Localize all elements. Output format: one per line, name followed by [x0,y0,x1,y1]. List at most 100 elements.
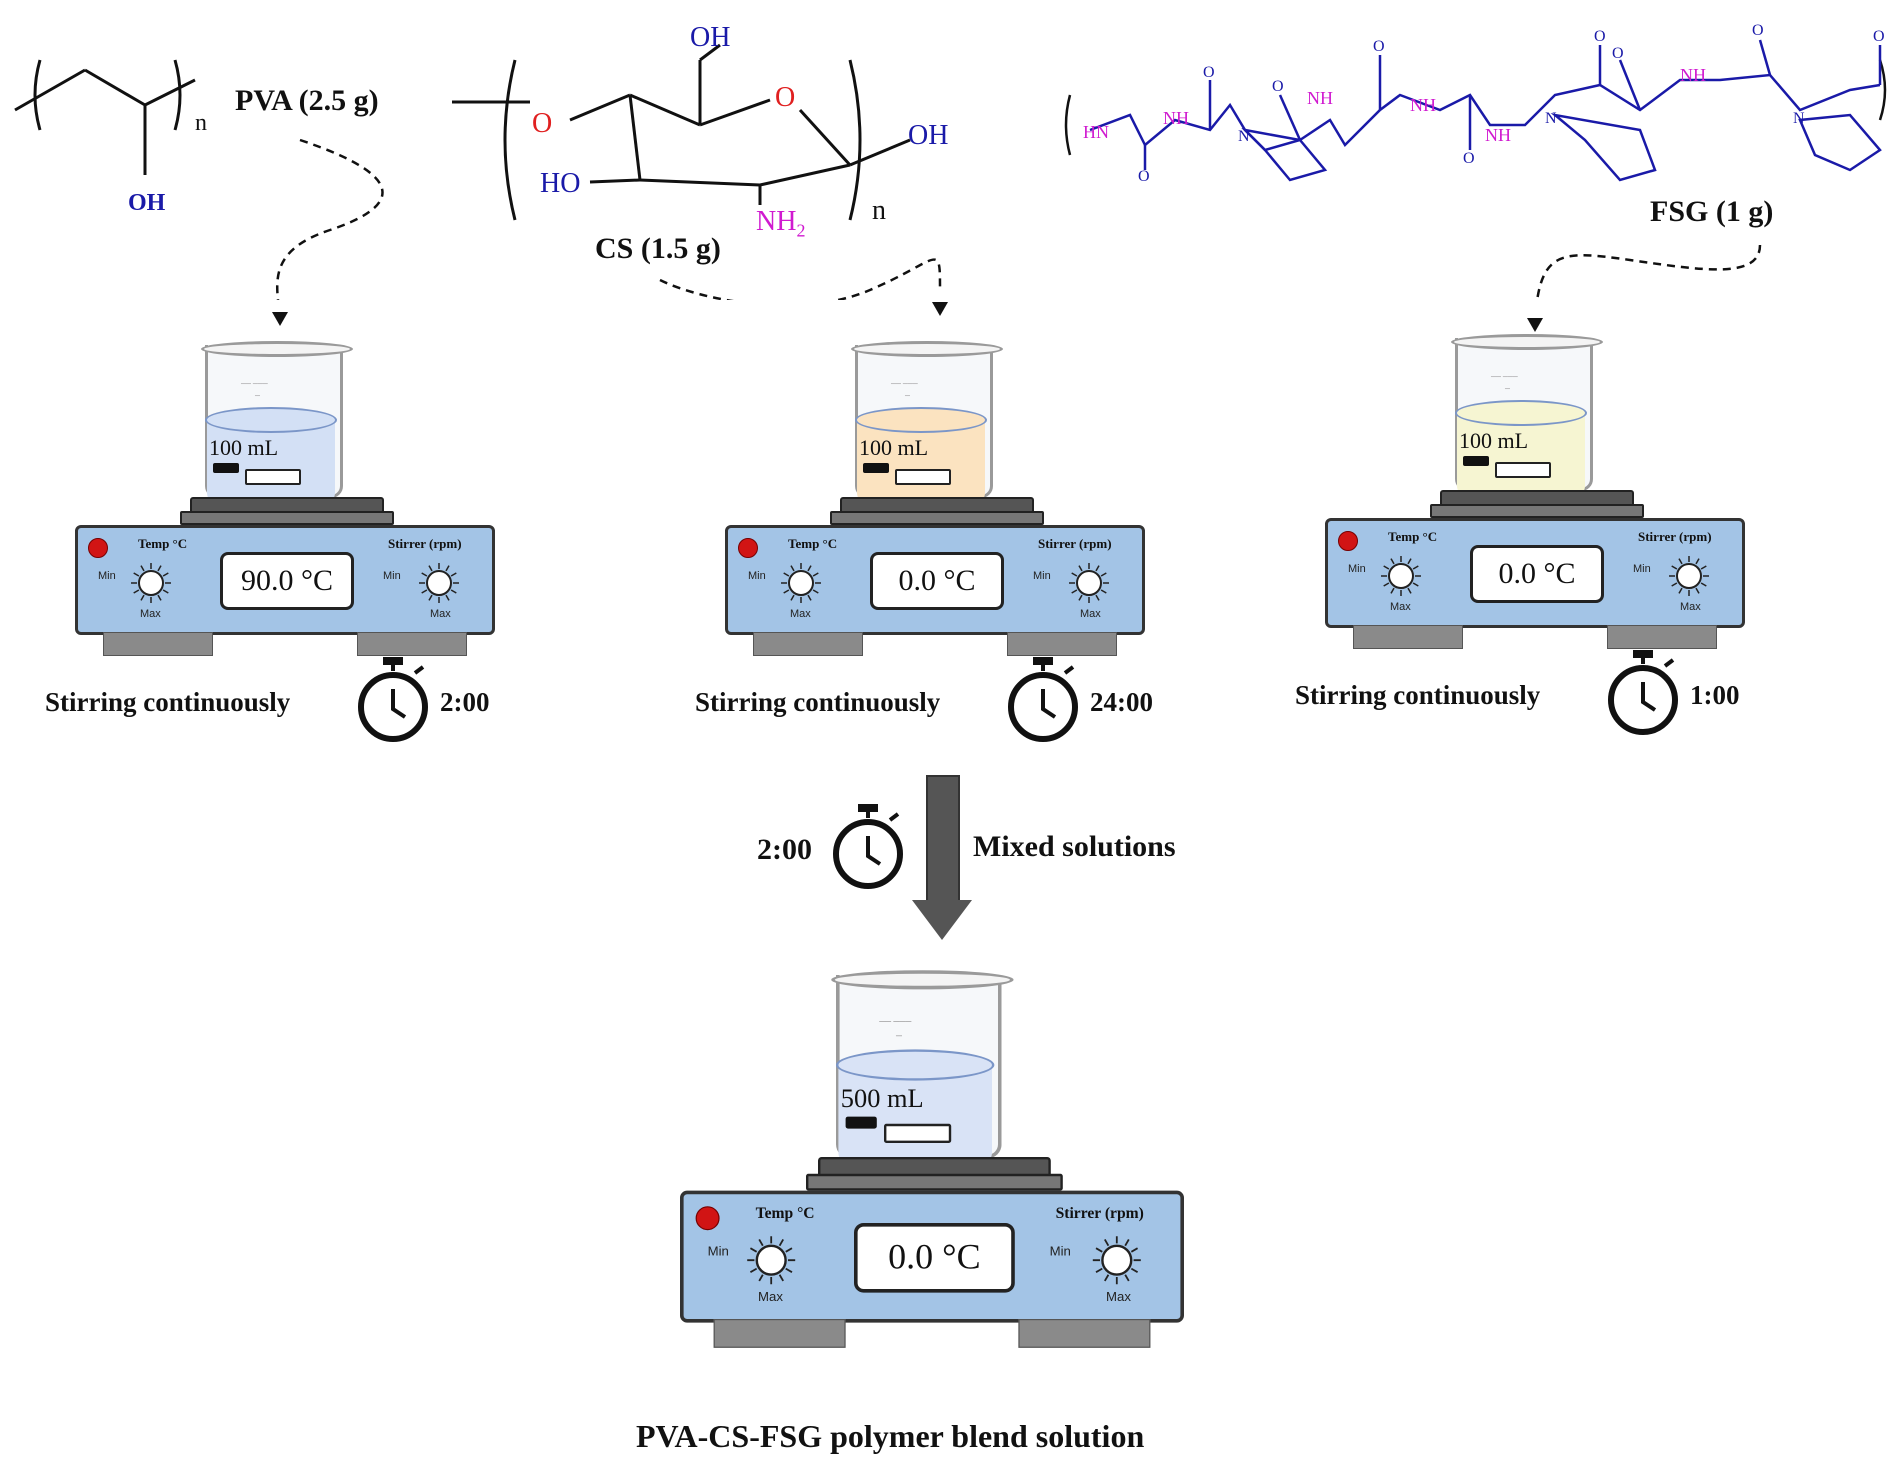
cs-oh-top: OH [690,22,731,53]
power-led [88,538,108,558]
stirrer-knob[interactable] [1092,1235,1142,1285]
arrowhead-fsg [1527,318,1543,332]
arrowhead-cs [932,302,948,316]
mix-arrow-shaft [926,775,960,904]
cs-ho-left: HO [540,168,581,199]
temp-min: Min [1348,563,1366,575]
stopwatch-icon [833,804,903,889]
structures-layer [14,39,1887,300]
fsg-n-1: N [1238,128,1250,145]
temp-label: Temp °C [755,1204,815,1223]
mix-time: 2:00 [757,833,812,866]
cs-oh-right: OH [908,120,949,151]
stirrer-min: Min [1049,1244,1071,1260]
temp-min: Min [748,570,766,582]
stirring-caption: Stirring continuously [45,687,291,717]
power-led [738,538,758,558]
fsg-nh-2: NH [1307,88,1333,108]
stirrer-min: Min [383,570,401,582]
temp-label: Temp °C [788,536,838,551]
fsg-o-4: O [1373,38,1385,55]
temp-max: Max [790,608,811,620]
stirrer-label: Stirrer (rpm) [1038,536,1112,551]
fsg-nh-4: NH [1485,125,1511,145]
temp-knob[interactable] [130,562,172,604]
temp-label: Temp °C [1388,529,1438,544]
stopwatch-icon [358,657,428,742]
beaker: ── ─── ─ 500 mL [831,970,1016,1167]
station-pva: ── ─── ─ 100 mL Temp °C Stirrer (rpm) Mi… [45,341,505,765]
station-fsg: ── ─── ─ 100 mL Temp °C Stirrer (rpm) Mi… [1295,334,1755,758]
temp-display: 0.0 °C [1470,545,1604,603]
stirring-caption: Stirring continuously [1295,680,1541,710]
pva-structure [14,59,196,175]
beaker-volume: 100 mL [209,435,279,460]
stirrer-label: Stirrer (rpm) [388,536,462,551]
power-led [1338,531,1358,551]
stirrer-max: Max [1080,608,1101,620]
stirrer-max: Max [1106,1290,1131,1305]
fsg-o-5: O [1463,150,1475,167]
cs-nh2: NH2 [756,206,806,241]
fsg-nh-3: NH [1410,95,1436,115]
stirrer-knob[interactable] [1068,562,1110,604]
stopwatch-icon [1608,650,1678,735]
temp-display: 0.0 °C [854,1223,1015,1293]
stirrer-max: Max [430,608,451,620]
cs-n: n [872,195,886,226]
stirrer-min: Min [1033,570,1051,582]
fsg-label: FSG (1 g) [1650,195,1774,228]
cs-o-ring: O [775,82,796,113]
beaker: ── ─── ─ 100 mL [1451,334,1605,498]
stirrer-label: Stirrer (rpm) [1638,529,1712,544]
fsg-n-3: N [1793,110,1805,127]
beaker: ── ─── ─ 100 mL [201,341,355,505]
dashed-arrows [276,138,1762,300]
temp-knob[interactable] [780,562,822,604]
fsg-o-8: O [1752,22,1764,39]
power-led [695,1206,720,1231]
fsg-nh-1: NH [1163,108,1189,128]
hotplate: Temp °C Stirrer (rpm) Min Max 0.0 °C Min… [1325,490,1745,680]
mix-label: Mixed solutions [973,830,1176,863]
station-cs: ── ─── ─ 100 mL Temp °C Stirrer (rpm) Mi… [695,341,1155,765]
temp-max: Max [758,1290,783,1305]
beaker-volume: 100 mL [1459,428,1529,453]
temp-min: Min [98,570,116,582]
hotplate: Temp °C Stirrer (rpm) Min Max 90.0 °C Mi… [75,497,495,687]
stopwatch-icon [1008,657,1078,742]
fsg-hn: HN [1083,122,1109,142]
cs-structure [452,43,911,221]
stirrer-min: Min [1633,563,1651,575]
fsg-o-6: O [1594,28,1606,45]
fsg-o-2: O [1203,64,1215,81]
stirring-time: 1:00 [1690,680,1740,710]
temp-knob[interactable] [1380,555,1422,597]
temp-min: Min [707,1244,729,1260]
fsg-o-1: O [1138,168,1150,185]
temp-display: 90.0 °C [220,552,354,610]
pva-label: PVA (2.5 g) [235,84,379,117]
temp-label: Temp °C [138,536,188,551]
stirrer-knob[interactable] [418,562,460,604]
station-final: ── ─── ─ 500 mL Temp °C Stirrer (rpm) Mi… [680,970,1200,1395]
beaker-volume: 500 mL [840,1083,924,1113]
pva-oh: OH [128,190,166,216]
stirring-caption: Stirring continuously [695,687,941,717]
arrowhead-pva [272,312,288,326]
fsg-o-9: O [1873,28,1885,45]
fsg-nh-5: NH [1680,65,1706,85]
final-caption: PVA-CS-FSG polymer blend solution [636,1418,1145,1454]
beaker: ── ─── ─ 100 mL [851,341,1005,505]
fsg-structure [1064,39,1887,182]
temp-max: Max [1390,601,1411,613]
temp-knob[interactable] [746,1235,796,1285]
cs-o-link: O [532,108,553,139]
temp-max: Max [140,608,161,620]
stirrer-knob[interactable] [1668,555,1710,597]
fsg-o-7: O [1612,45,1624,62]
hotplate: Temp °C Stirrer (rpm) Min Max 0.0 °C Min… [680,1157,1184,1385]
hotplate: Temp °C Stirrer (rpm) Min Max 0.0 °C Min… [725,497,1145,687]
fsg-o-3: O [1272,78,1284,95]
pva-n: n [195,110,207,136]
